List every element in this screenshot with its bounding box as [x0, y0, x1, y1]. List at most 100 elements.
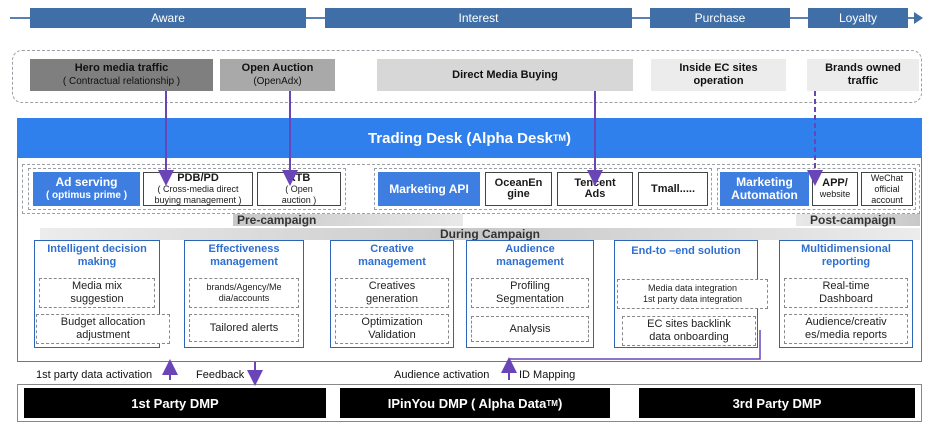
media-sources-frame [12, 50, 922, 103]
during-campaign-bar [40, 228, 920, 240]
source-ec-line2: operation [693, 75, 744, 87]
decision-item-media-mix: Media mix suggestion [39, 278, 155, 308]
report-title2: reporting [821, 256, 871, 268]
ad-serving-sub: ( optimus prime ) [45, 190, 128, 201]
funnel-arrow-head-icon [914, 12, 923, 24]
pre-campaign-bar [233, 214, 463, 226]
ipinyou-dmp-label: IPinYou DMP ( Alpha Data [387, 395, 547, 411]
ad-serving-group [28, 168, 346, 210]
ipinyou-dmp-close: ) [557, 395, 563, 411]
wechat-box: WeChat official account [861, 172, 913, 206]
automation-title2: Automation [731, 188, 798, 202]
app-line2: website [819, 189, 851, 199]
tencent-line2: Ads [584, 188, 606, 200]
tmall-box: Tmall..... [638, 172, 708, 206]
audience-title1: Audience [505, 243, 555, 255]
stage-interest: Interest [325, 8, 632, 28]
creative-i2b: Validation [368, 329, 416, 341]
marketing-automation-box: Marketing Automation [720, 172, 809, 206]
decision-title: Intelligent decision making [34, 243, 160, 269]
trading-desk-tm: TM [553, 133, 567, 143]
creative-title2: management [358, 256, 426, 268]
marketing-api-title: Marketing API [389, 181, 469, 196]
decision-i1b: suggestion [70, 293, 124, 305]
wechat-line1: WeChat [870, 172, 904, 183]
creative-i1b: generation [366, 293, 418, 305]
feedback-label: Feedback [196, 369, 245, 381]
source-brand-owned: Brands owned traffic [807, 59, 919, 91]
source-open-sub: (OpenAdx) [253, 76, 302, 87]
decision-i2b: adjustment [76, 329, 130, 341]
source-brand-line2: traffic [847, 75, 879, 87]
third-party-dmp: 3rd Party DMP [639, 388, 915, 418]
rtb-title: RTB [287, 171, 311, 184]
stage-loyalty: Loyalty [808, 8, 908, 28]
rtb-sub2: auction ) [281, 194, 317, 205]
post-campaign-bar [796, 214, 920, 226]
app-line1: APP/ [822, 177, 848, 189]
connector-id-mapping [509, 330, 761, 360]
audience-item-profiling: Profiling Segmentation [471, 278, 589, 308]
ipinyou-dmp-tm: TM [546, 398, 558, 408]
effect-item-alerts: Tailored alerts [189, 314, 299, 342]
e2e-item-backlink: EC sites backlink data onboarding [622, 316, 756, 346]
effect-i2a: Tailored alerts [209, 321, 279, 334]
oceanengine-line1: OceanEn [494, 177, 543, 189]
creative-title: Creative management [330, 243, 454, 269]
decision-i2a: Budget allocation [60, 316, 146, 328]
decision-title1: Intelligent decision [47, 243, 147, 255]
source-hero-title: Hero media traffic [74, 62, 169, 74]
wechat-line2: official [874, 183, 900, 194]
decision-i1a: Media mix [71, 280, 123, 292]
decision-title2: making [77, 256, 117, 268]
first-party-activation-label: 1st party data activation [36, 369, 153, 381]
creative-i2a: Optimization [361, 316, 423, 328]
source-open-auction: Open Auction (OpenAdx) [220, 59, 335, 91]
creative-i1a: Creatives [368, 280, 416, 292]
pre-campaign-label: Pre-campaign [237, 213, 317, 227]
effect-i1b: dia/accounts [218, 293, 270, 303]
oceanengine-line2: gine [507, 188, 530, 200]
trading-desk-close: ) [566, 129, 572, 147]
wechat-line3: account [871, 194, 903, 205]
audience-title: Audience management [466, 243, 594, 269]
during-campaign-label: During Campaign [439, 227, 540, 241]
report-i1b: Dashboard [819, 293, 873, 305]
e2e-i2b: data onboarding [649, 331, 729, 343]
trading-desk-title-text: Trading Desk (Alpha Desk [367, 129, 554, 147]
rtb-sub1: ( Open [285, 183, 313, 194]
source-hero-media: Hero media traffic ( Contractual relatio… [30, 59, 213, 91]
oceanengine-box: OceanEn gine [485, 172, 552, 206]
automation-title1: Marketing [736, 175, 793, 189]
effect-item-accounts: brands/Agency/Me dia/accounts [189, 278, 299, 308]
automation-group [717, 168, 916, 210]
effect-title1: Effectiveness [208, 243, 280, 255]
source-hero-sub: ( Contractual relationship ) [62, 76, 181, 87]
creative-item-optimization: Optimization Validation [335, 314, 449, 344]
rtb-box: RTB ( Open auction ) [257, 172, 341, 206]
pdb-title: PDB/PD [177, 171, 219, 184]
report-i2b: es/media reports [805, 329, 887, 341]
audience-i2a: Analysis [509, 322, 551, 335]
audience-i1b: Segmentation [496, 293, 564, 305]
dmp-frame [17, 384, 922, 422]
marketing-api-group [374, 168, 712, 210]
pdb-sub2: buying management ) [154, 194, 242, 205]
id-mapping-label: ID Mapping [519, 369, 576, 381]
source-open-title: Open Auction [241, 62, 314, 74]
e2e-title: End-to –end solution [614, 245, 758, 258]
report-item-reports: Audience/creativ es/media reports [784, 314, 908, 344]
effect-i1a: brands/Agency/Me [206, 282, 282, 292]
stage-purchase: Purchase [650, 8, 790, 28]
e2e-i1b: 1st party data integration [642, 294, 743, 304]
ad-serving-box: Ad serving ( optimus prime ) [33, 172, 140, 206]
source-ec-sites: Inside EC sites operation [651, 59, 786, 91]
source-direct-buying: Direct Media Buying [377, 59, 633, 91]
audience-title2: management [496, 256, 564, 268]
e2e-i1a: Media data integration [647, 283, 738, 293]
first-party-dmp: 1st Party DMP [24, 388, 326, 418]
audience-item-analysis: Analysis [471, 316, 589, 342]
creative-item-generation: Creatives generation [335, 278, 449, 308]
